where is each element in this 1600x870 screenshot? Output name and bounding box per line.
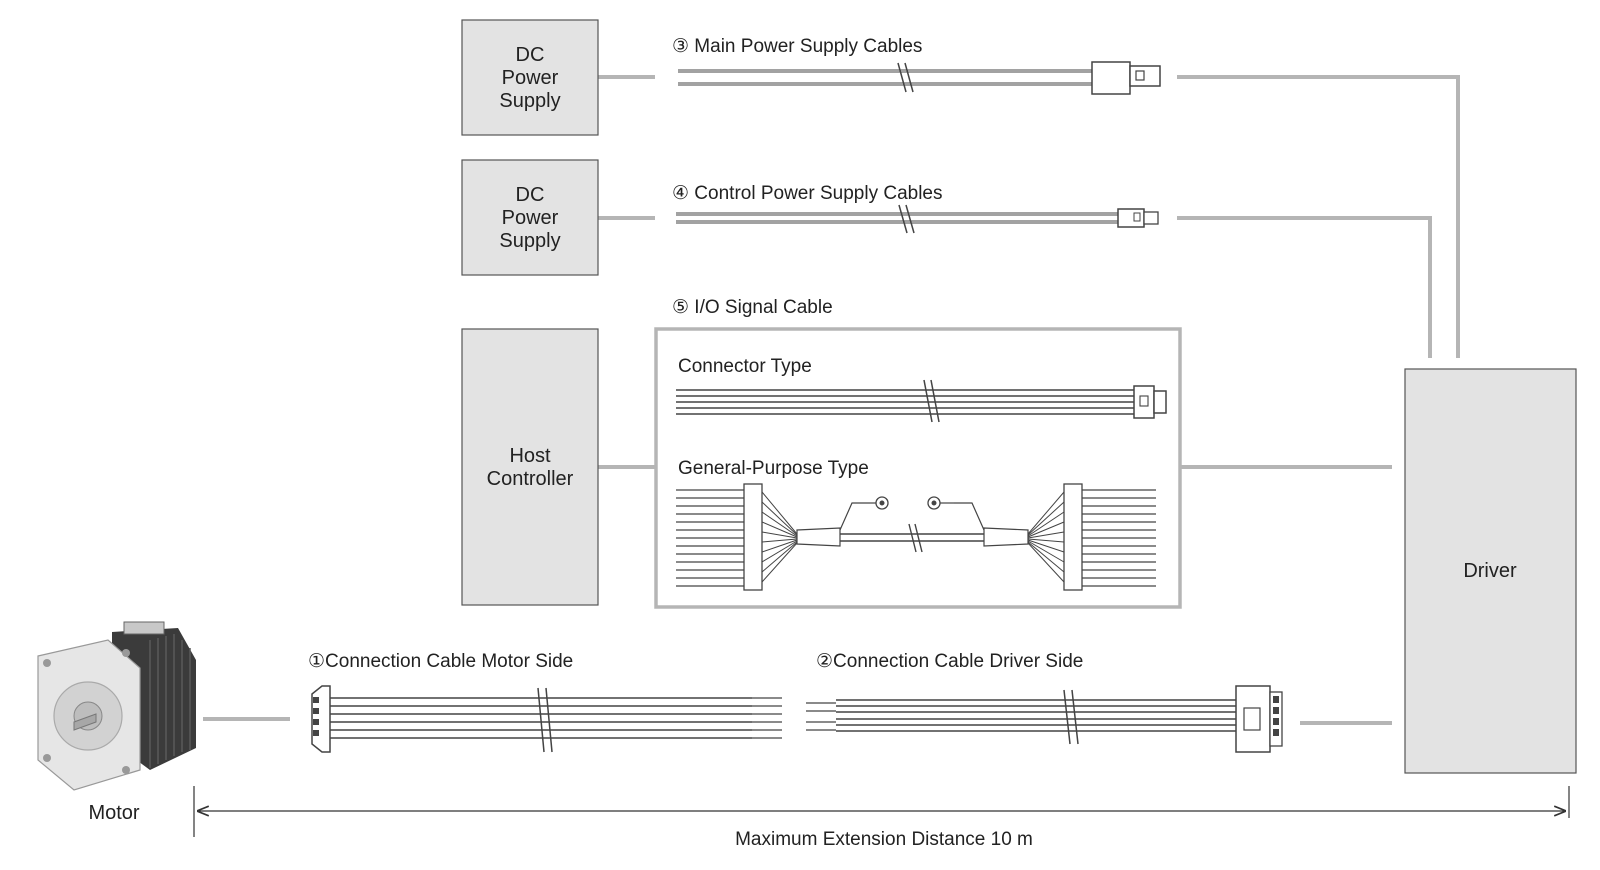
io-connector-type-drawing: [676, 379, 1167, 423]
general-purpose-type-label: General-Purpose Type: [678, 458, 869, 479]
dc-power-supply-2: DC Power Supply: [461, 159, 599, 276]
driver-box: Driver: [1404, 368, 1577, 774]
control-power-cable-drawing: [676, 204, 1159, 234]
dc2-line2: Power: [502, 207, 559, 229]
io-cable-frame: [654, 327, 1182, 609]
dc2-line1: DC: [516, 184, 545, 206]
main-power-cable-drawing: [678, 61, 1161, 95]
io-signal-cable-label: ⑤ I/O Signal Cable: [672, 297, 833, 318]
dc1-line2: Power: [502, 67, 559, 89]
driver-label: Driver: [1463, 560, 1517, 582]
control-power-cable-label: ④ Control Power Supply Cables: [672, 183, 943, 204]
motor-illustration: [37, 621, 196, 791]
host-line2: Controller: [487, 468, 574, 490]
connector-type-label: Connector Type: [678, 356, 812, 377]
main-power-cable-label: ③ Main Power Supply Cables: [672, 36, 922, 57]
max-extension-label: Maximum Extension Distance 10 m: [735, 829, 1033, 850]
max-extension-dimension: [193, 786, 1570, 837]
host-line1: Host: [509, 445, 551, 467]
io-general-purpose-drawing: [676, 483, 1156, 591]
dc1-line3: Supply: [499, 90, 560, 112]
motor-side-cable-label: ①Connection Cable Motor Side: [308, 651, 573, 672]
driver-side-cable-drawing: [806, 685, 1283, 753]
motor-side-cable-drawing: [311, 685, 782, 753]
dc-power-supply-1: DC Power Supply: [461, 19, 599, 136]
dc2-line3: Supply: [499, 230, 560, 252]
driver-side-cable-label: ②Connection Cable Driver Side: [816, 651, 1083, 672]
connection-lines: [203, 75, 1460, 725]
host-controller: Host Controller: [461, 328, 599, 606]
dc1-line1: DC: [516, 44, 545, 66]
motor-label: Motor: [88, 802, 139, 824]
